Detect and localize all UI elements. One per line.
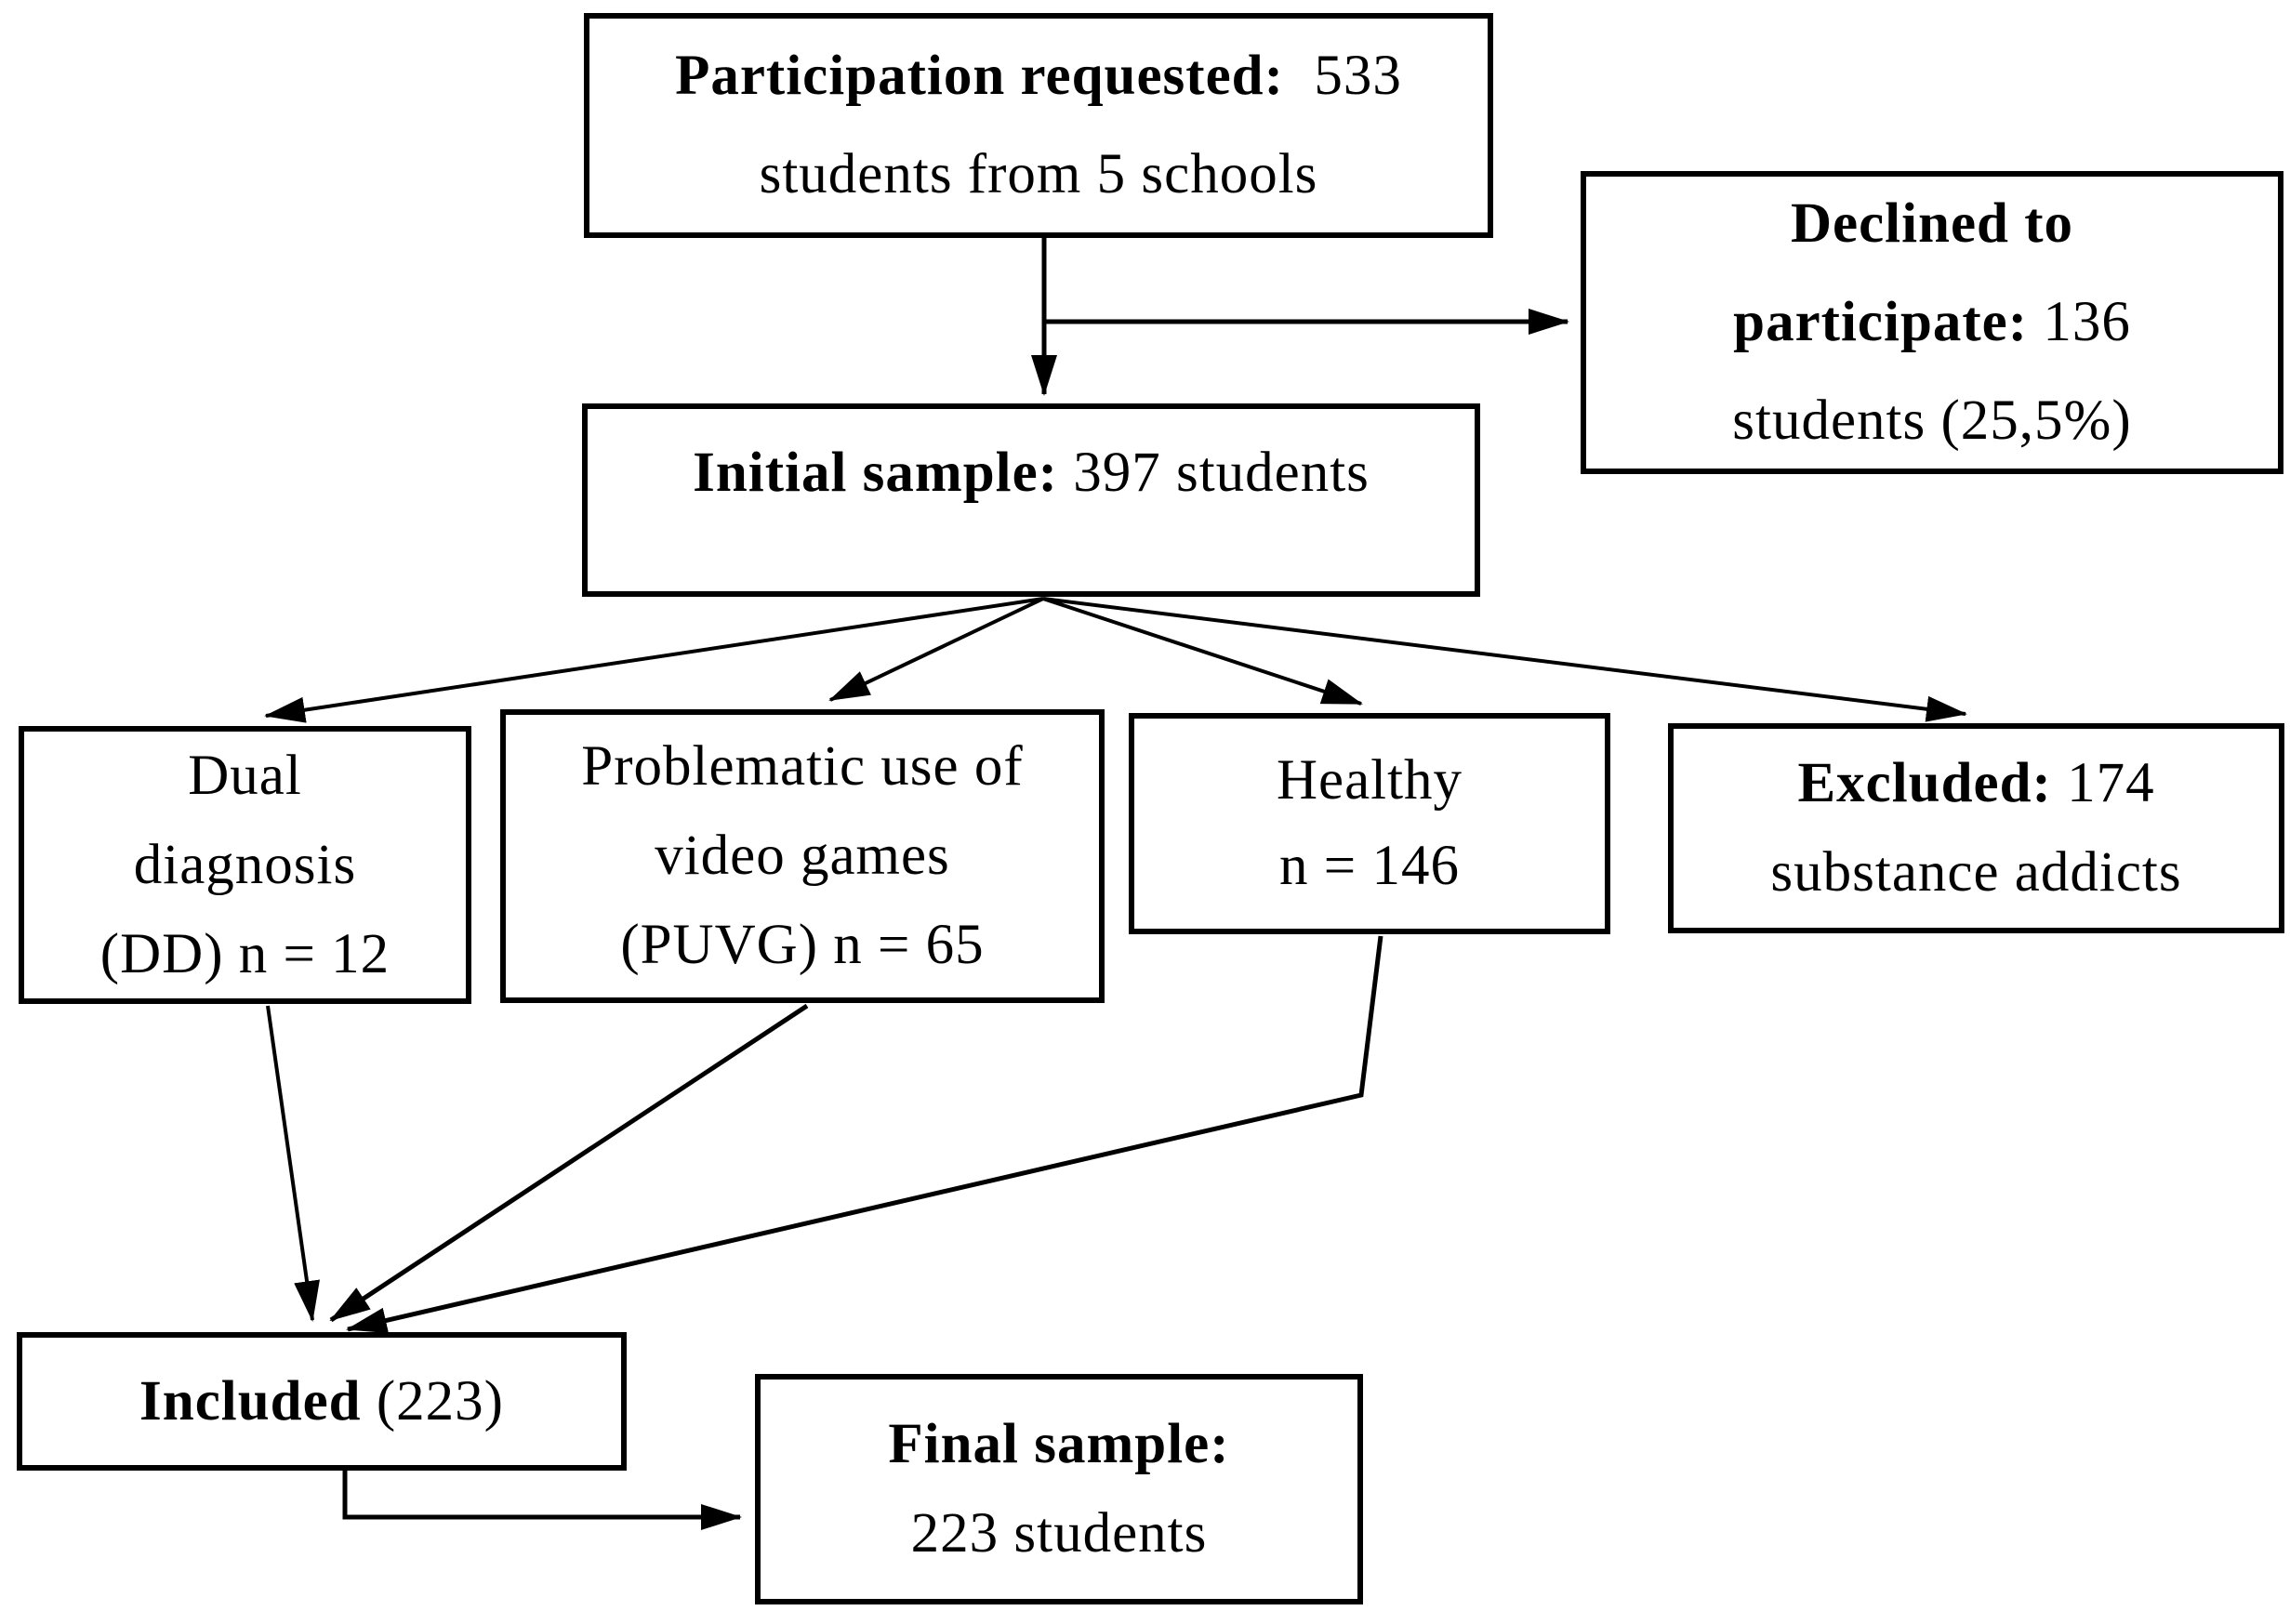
included-line-1: Included (223) bbox=[139, 1357, 504, 1446]
edge-initial-to-excluded bbox=[1042, 597, 1967, 722]
included-label: Included bbox=[139, 1369, 362, 1433]
participation-line-1: Participation requested: 533 bbox=[675, 27, 1402, 125]
dual-line-1: Dual bbox=[188, 744, 302, 807]
declined-line-1: Declined to bbox=[1790, 192, 2074, 255]
declined-box: Declined to participate: 136 students (2… bbox=[1581, 171, 2283, 474]
excluded-label: Excluded: bbox=[1797, 752, 2052, 814]
participation-label: Participation requested: bbox=[675, 45, 1284, 107]
excluded-box: Excluded: 174 substance addicts bbox=[1668, 723, 2284, 933]
declined-line-2: participate: 136 bbox=[1733, 273, 2131, 372]
initial-count: 397 students bbox=[1057, 442, 1370, 504]
initial-label: Initial sample: bbox=[693, 442, 1058, 504]
excluded-count: 174 bbox=[2051, 752, 2155, 814]
initial-line-1: Initial sample: 397 students bbox=[693, 429, 1370, 518]
puvg-line-2: video games bbox=[655, 825, 950, 887]
edge-puvg-to-included bbox=[329, 1003, 809, 1323]
initial-sample-box: Initial sample: 397 students bbox=[582, 403, 1480, 597]
edge-initial-to-dual bbox=[264, 597, 1044, 723]
declined-line-3: students (25,5%) bbox=[1732, 389, 2132, 452]
healthy-line-1: Healthy bbox=[1276, 749, 1463, 812]
excluded-line-2: substance addicts bbox=[1770, 841, 2182, 904]
edge-healthy-to-included bbox=[346, 935, 1383, 1334]
final-sample-box: Final sample: 223 students bbox=[755, 1374, 1363, 1604]
participation-count: 533 bbox=[1283, 45, 1402, 107]
edge-initial-to-healthy bbox=[1042, 597, 1363, 706]
final-line-2: 223 students bbox=[910, 1502, 1208, 1565]
puvg-line-3: (PUVG) n = 65 bbox=[620, 914, 985, 976]
included-count: (223) bbox=[361, 1369, 504, 1433]
participation-requested-box: Participation requested: 533 students fr… bbox=[584, 13, 1493, 238]
final-line-1: Final sample: bbox=[888, 1413, 1230, 1475]
healthy-line-2: n = 146 bbox=[1279, 835, 1460, 897]
dual-line-2: diagnosis bbox=[133, 833, 357, 896]
excluded-line-1: Excluded: 174 bbox=[1797, 739, 2154, 828]
edge-dual-to-included bbox=[266, 1005, 320, 1322]
declined-label: participate: bbox=[1733, 291, 2029, 353]
declined-count: 136 bbox=[2028, 291, 2131, 353]
healthy-box: Healthy n = 146 bbox=[1129, 713, 1610, 934]
edge-initial-to-puvg bbox=[828, 597, 1044, 702]
included-box: Included (223) bbox=[17, 1332, 627, 1471]
puvg-line-1: Problematic use of bbox=[581, 735, 1024, 798]
edge-included-to-final bbox=[342, 1471, 742, 1530]
puvg-box: Problematic use of video games (PUVG) n … bbox=[500, 709, 1105, 1003]
dual-diagnosis-box: Dual diagnosis (DD) n = 12 bbox=[19, 726, 471, 1004]
dual-line-3: (DD) n = 12 bbox=[99, 922, 390, 985]
participation-line-2: students from 5 schools bbox=[759, 143, 1318, 205]
